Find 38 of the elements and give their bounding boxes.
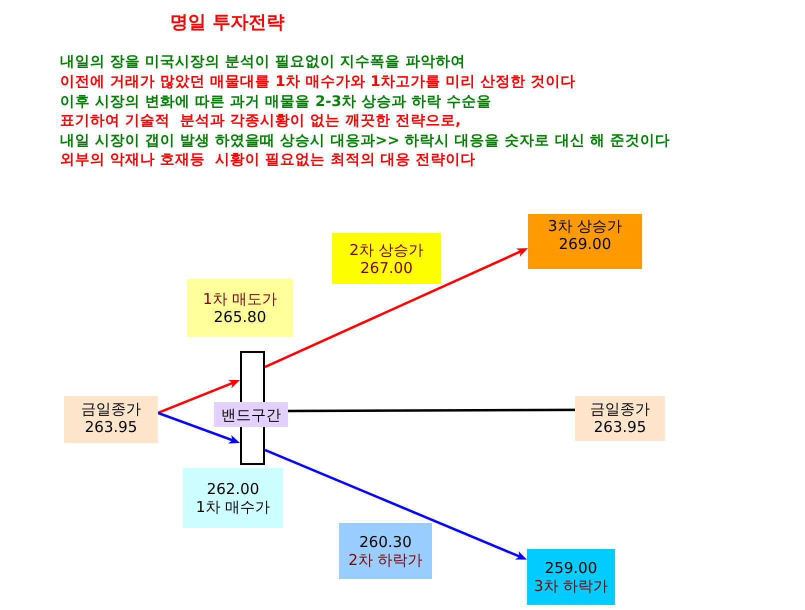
price-box — [339, 523, 432, 579]
strategy-note: 외부의 악재나 호재등 시황이 필요없는 최적의 대응 전략이다 — [60, 151, 476, 170]
price-label: 금일종가 — [590, 400, 650, 418]
price-value: 269.00 — [558, 234, 612, 252]
price-label: 3차 하락가 — [534, 577, 608, 595]
band-label: 밴드구간 — [221, 406, 281, 424]
price-label: 1차 매수가 — [196, 498, 270, 516]
strategy-note: 내일의 장을 미국시장의 분석이 필요없이 지수폭을 파악하여 — [60, 53, 466, 72]
band-tag — [214, 402, 288, 427]
price-box — [575, 396, 665, 441]
price-value: 267.00 — [360, 258, 413, 276]
arrow — [158, 412, 240, 444]
price-label: 2차 상승가 — [349, 240, 424, 258]
price-value: 259.00 — [544, 559, 598, 577]
price-box — [64, 396, 158, 443]
strategy-note: 내일 시장이 갭이 발생 하였을때 상승시 대응과>> 하락시 대응을 숫자로 대신 해 준것이다 — [60, 132, 670, 151]
price-value: 263.95 — [594, 418, 646, 436]
strategy-note: 표기하여 기술적 분석과 각종시황이 없는 깨끗한 전략으로, — [60, 112, 461, 131]
strategy-note: 이후 시장의 변화에 따른 과거 매물을 2-3차 상승과 하락 수순을 — [60, 93, 492, 112]
connector-line — [288, 408, 575, 412]
price-box — [528, 214, 642, 269]
price-label: 금일종가 — [81, 400, 141, 418]
price-label: 3차 상승가 — [548, 216, 622, 234]
price-value: 262.00 — [206, 480, 260, 498]
arrow — [158, 380, 240, 414]
price-label: 1차 매도가 — [202, 290, 278, 308]
price-box — [187, 279, 293, 337]
price-box — [332, 233, 441, 284]
arrow — [264, 248, 528, 368]
page-title: 명일 투자전략 — [170, 11, 284, 35]
price-value: 263.95 — [84, 418, 138, 436]
price-box — [527, 549, 615, 605]
strategy-note: 이전에 거래가 많았던 매물대를 1차 매수가와 1차고가를 미리 산정한 것이다 — [60, 73, 576, 92]
price-value: 265.80 — [214, 308, 266, 326]
price-value: 260.30 — [359, 533, 412, 551]
price-box — [183, 468, 283, 528]
price-label: 2차 하락가 — [348, 551, 423, 569]
arrow — [264, 448, 527, 560]
